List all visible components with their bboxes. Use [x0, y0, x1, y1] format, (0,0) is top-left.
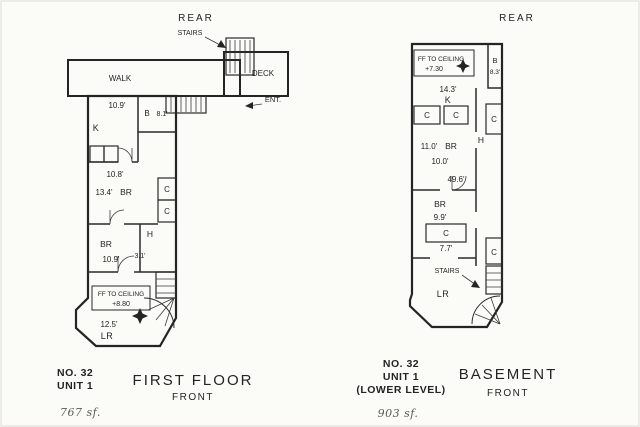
kitchen-label-bs: K — [445, 95, 452, 105]
br2-width-dim-ff: 10.9' — [102, 255, 120, 264]
kitchen-width-dim-bs: 14.3' — [439, 85, 457, 94]
kitchen-label-ff: K — [93, 123, 100, 133]
stair-run-treads-ff — [156, 278, 176, 294]
stairs-arrow-head-bs — [471, 280, 480, 288]
closet-right1-box-bs — [485, 103, 503, 135]
address-line1-bs: NO. 32 — [383, 358, 419, 370]
bath-walls-bs — [487, 44, 502, 89]
br1-label-ff: BR — [120, 187, 132, 197]
bath-dim-bs: 8.3' — [490, 69, 500, 76]
stair-winder-arc-ff — [143, 297, 175, 329]
closet2-label-bs: C — [453, 111, 459, 120]
ff-note-line2-bs: +7.30 — [425, 66, 443, 73]
closet2-box-ff — [157, 199, 177, 223]
entrance-label: ENT. — [265, 95, 281, 104]
basement-plan: REAR FF TO CEILING +7.30 B 8.3' 14.3' K … — [356, 13, 558, 420]
closet-right1-label-bs: C — [491, 115, 497, 124]
rear-label-ff: REAR — [178, 13, 214, 24]
closet1-box-bs — [413, 105, 441, 125]
area-note-bs: 903 sf. — [378, 407, 419, 420]
walk-outline — [67, 59, 241, 97]
deck-stairs-outline — [225, 37, 255, 76]
closet3-width-dim-bs: 7.7' — [440, 244, 453, 253]
unit-outline-ff — [74, 94, 178, 348]
hall-label-ff: H — [147, 229, 153, 239]
lr-label-ff: LR — [101, 331, 114, 341]
bath-label-bs: B — [492, 56, 497, 65]
br2-label-ff: BR — [100, 239, 112, 249]
ff-note-line2: +8.80 — [112, 301, 130, 308]
stair-run-ff — [155, 271, 177, 299]
stair-winder-arc-bs — [471, 295, 501, 325]
closet-right2-label-bs: C — [491, 248, 497, 257]
kitchen-door-swing — [117, 147, 133, 163]
first-floor-plan: REAR STAIRS DECK WALK ENT. B 8.1' 10.9' … — [57, 13, 289, 419]
closet-right2-box-bs — [485, 237, 503, 265]
area-note-ff: 767 sf. — [60, 406, 101, 419]
front-label-bs: FRONT — [487, 388, 529, 399]
rear-label-bs: REAR — [499, 13, 535, 24]
br1-width-dim-bs: 11.0' — [421, 142, 438, 151]
hall-label-bs: H — [478, 135, 484, 145]
stairs-arrow-head-ff — [217, 40, 226, 48]
address-line2-bs: UNIT 1 — [383, 371, 419, 383]
deck-outline — [223, 51, 289, 97]
closet1-label-bs: C — [424, 111, 430, 120]
kitchen-wall — [88, 132, 139, 163]
bath-label-ff: B — [144, 109, 149, 118]
hall-width-dim-ff: 3.1' — [134, 253, 145, 260]
closet2-label-ff: C — [164, 207, 170, 216]
stairs-label-bs: STAIRS — [435, 268, 460, 275]
walk-label: WALK — [109, 74, 132, 83]
ff-note-line1: FF TO CEILING — [98, 291, 144, 298]
address-line2-ff: UNIT 1 — [57, 380, 93, 392]
br2-door-swing — [109, 209, 125, 225]
stairs-label-ff: STAIRS — [178, 30, 203, 37]
kitchen-width-dim-ff: 10.9' — [108, 101, 126, 110]
front-label-ff: FRONT — [172, 392, 214, 403]
br1-length-dim-ff: 13.4' — [95, 188, 113, 197]
ff-note-line1-bs: FF TO CEILING — [418, 56, 464, 63]
br2-door-swing-bs — [451, 175, 467, 191]
br1-width-dim-ff: 10.8' — [106, 170, 124, 179]
fan-symbol-ff — [132, 308, 148, 324]
address-line1-ff: NO. 32 — [57, 367, 93, 379]
entrance-arrow-head — [245, 102, 253, 109]
br2-label-bs: BR — [434, 199, 446, 209]
lr-door-swing — [117, 255, 135, 273]
entry-steps-outline — [165, 95, 207, 114]
plan-title-bs: BASEMENT — [459, 366, 558, 383]
stair-winder-lines-bs — [474, 297, 501, 325]
fan-symbol-bs — [456, 59, 470, 73]
br1-label-bs: BR — [445, 141, 457, 151]
bath-dim-ff: 8.1' — [156, 111, 167, 118]
deck-stairs-treads — [229, 40, 251, 73]
kitchen-closet-a — [89, 145, 105, 163]
br1-width2-dim-bs: 10.0' — [431, 157, 449, 166]
lr-label-bs: LR — [437, 289, 450, 299]
closet3-label-bs: C — [443, 229, 449, 238]
lr-width-dim-ff: 12.5' — [100, 320, 118, 329]
overall-depth-dim-bs: 49.6' — [447, 175, 465, 184]
address-line3-bs: (LOWER LEVEL) — [356, 384, 445, 396]
closet1-label-ff: C — [164, 185, 170, 194]
stair-run-treads-bs — [486, 272, 502, 288]
plan-title-ff: FIRST FLOOR — [133, 372, 254, 389]
stair-winder-lines-ff — [147, 297, 175, 327]
kitchen-closet-b — [103, 145, 119, 163]
ff-note-box-bs — [413, 49, 475, 77]
ff-note-box — [91, 285, 151, 311]
br2-width-dim-bs: 9.9' — [434, 213, 447, 222]
closet3-box-bs — [425, 223, 467, 243]
deck-label: DECK — [252, 69, 275, 78]
closet2-box-bs — [443, 105, 469, 125]
